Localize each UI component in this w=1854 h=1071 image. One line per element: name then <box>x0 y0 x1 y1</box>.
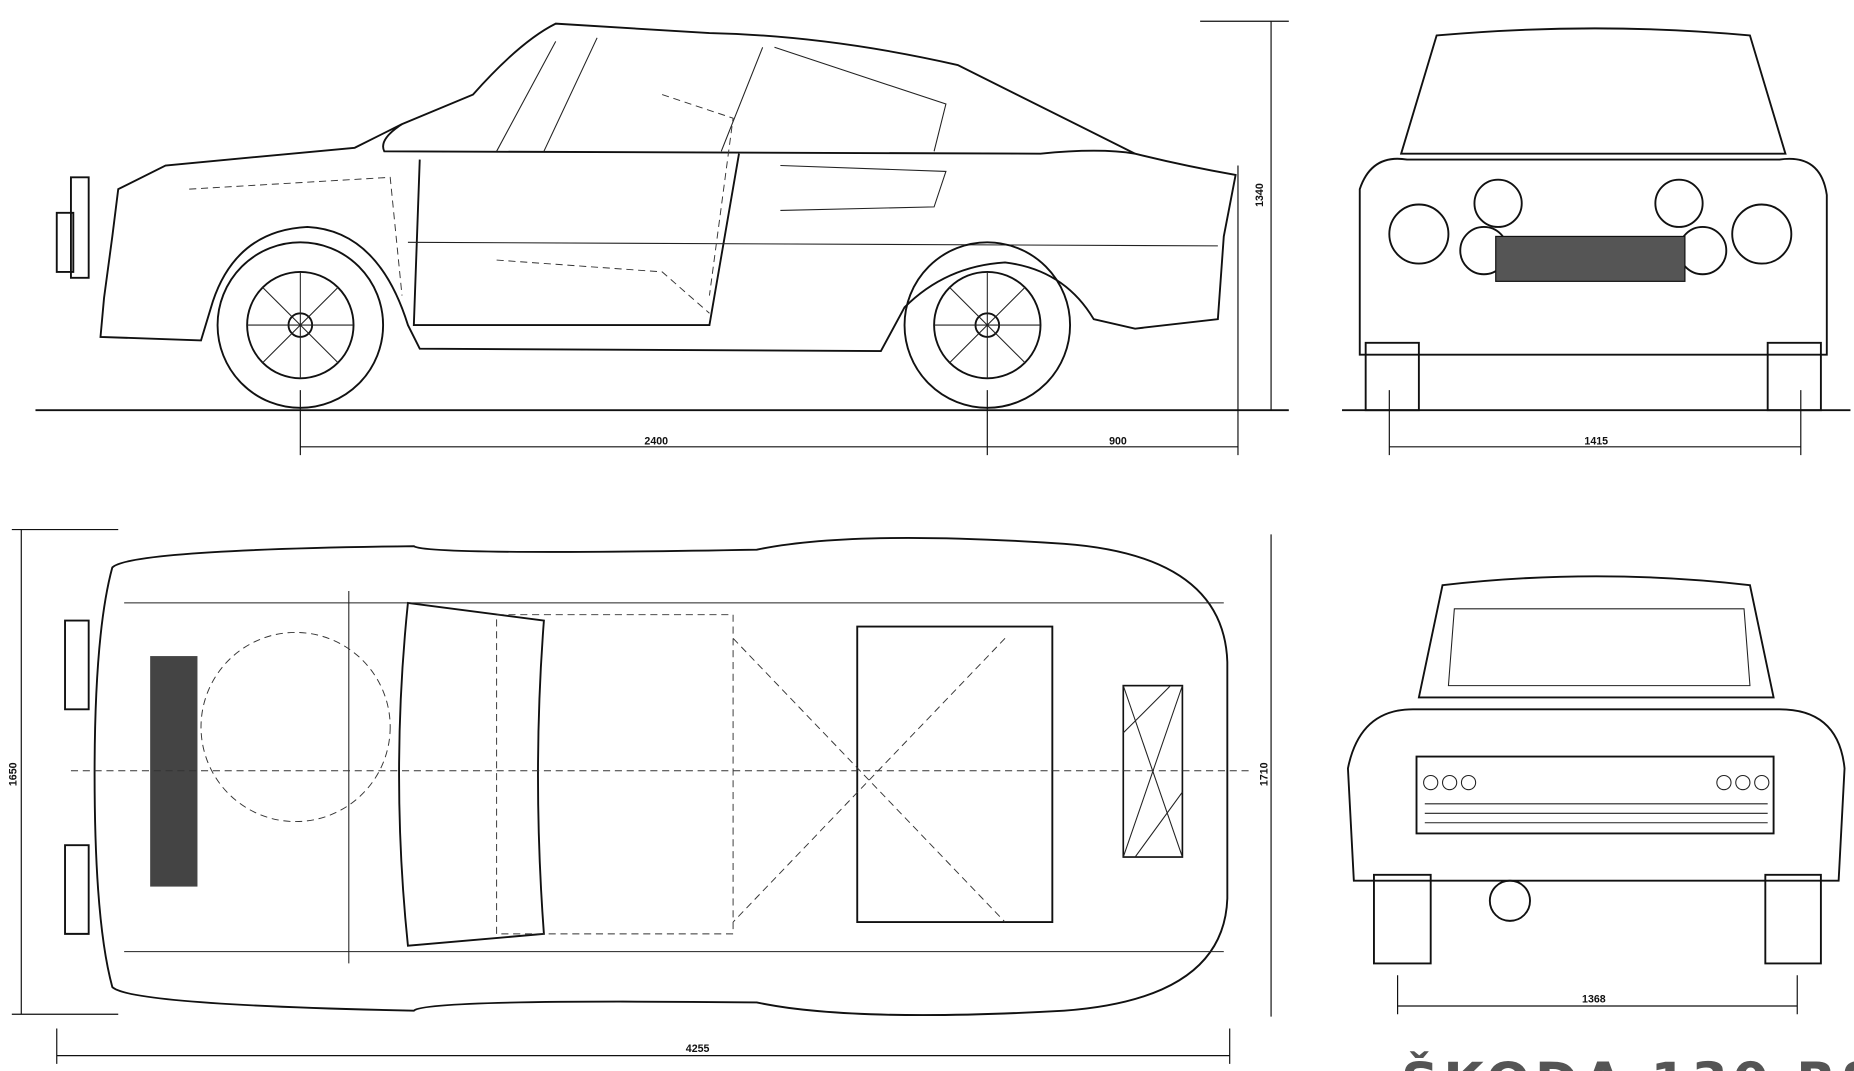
beltline <box>382 123 1136 155</box>
top-body-outline <box>93 536 1229 1017</box>
side-body-outline <box>99 22 1237 353</box>
rear-overhang-label: 900 <box>1109 435 1127 447</box>
rear-cabin <box>1417 575 1775 699</box>
width-left-label: 1650 <box>8 762 20 786</box>
rear-window <box>1447 608 1751 687</box>
exhaust <box>1488 879 1531 922</box>
spare-wheel-hidden <box>200 631 391 823</box>
engine-vent <box>1122 684 1184 858</box>
top-rear-window <box>856 625 1054 923</box>
top-view: 1650 1710 4255 <box>8 528 1272 1064</box>
front-view: 1415 <box>1342 27 1851 456</box>
rear-tyres <box>1373 873 1822 965</box>
wheelbase-label: 2400 <box>644 435 668 447</box>
rear-panel <box>1415 755 1775 835</box>
top-hidden-lines <box>496 614 1006 935</box>
side-trim <box>407 164 1218 247</box>
rear-view: 1368 <box>1346 575 1846 1015</box>
rear-lamps <box>1423 774 1770 791</box>
front-grille <box>1495 235 1686 282</box>
rally-lamps-side <box>55 176 90 279</box>
front-track-label: 1415 <box>1584 435 1608 447</box>
vent-mesh <box>1122 685 1183 858</box>
dim-wheelbase: 2400 900 <box>299 165 1239 456</box>
front-wheel <box>216 241 385 409</box>
door-outline <box>412 153 740 327</box>
hidden-lines <box>189 94 734 314</box>
front-body <box>1358 157 1828 356</box>
top-windscreen <box>398 601 545 947</box>
top-lines <box>124 591 1224 964</box>
front-windscreen <box>1399 27 1787 155</box>
rally-lamps-top <box>64 619 90 935</box>
front-tyres <box>1364 341 1822 412</box>
length-label: 4255 <box>686 1043 710 1055</box>
dim-height: 1340 <box>1200 20 1289 411</box>
rear-body <box>1346 708 1846 882</box>
height-label: 1340 <box>1254 183 1266 207</box>
rear-wheel <box>903 241 1072 409</box>
rear-louvres <box>1424 803 1768 824</box>
model-title: ŠKODA 130 RS <box>1401 1050 1854 1071</box>
front-grille-top <box>150 656 198 887</box>
headlamps <box>1388 178 1793 276</box>
side-windows <box>496 37 947 152</box>
rear-track-label: 1368 <box>1582 993 1606 1005</box>
side-view: 2400 900 1340 <box>35 20 1289 456</box>
width-right-label: 1710 <box>1259 762 1271 786</box>
